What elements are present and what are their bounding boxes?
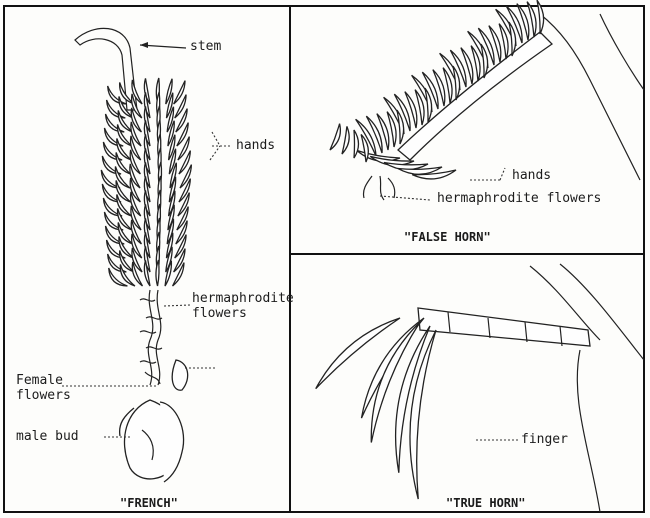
false-horn-drawing [330, 0, 644, 200]
banana-finger [453, 66, 460, 100]
caption-false-horn: "FALSE HORN" [404, 230, 491, 244]
banana-finger [330, 124, 340, 150]
banana-finger [425, 88, 432, 122]
french-banana-hands [101, 78, 191, 286]
banana-finger [509, 22, 516, 56]
banana-finger [397, 110, 404, 144]
label-female: Female [16, 374, 63, 388]
caption-true-horn: "TRUE HORN" [446, 496, 525, 510]
label-stem: stem [190, 40, 221, 54]
caption-french: "FRENCH" [120, 496, 178, 510]
label-flowers-french: flowers [192, 307, 247, 321]
true-horn-drawing [316, 264, 644, 512]
false-horn-fingers [330, 0, 544, 179]
label-female-flowers: flowers [16, 389, 71, 403]
label-male-bud: male bud [16, 430, 79, 444]
true-horn-fingers [316, 318, 436, 499]
label-hermaphrodite-french: hermaphrodite [192, 292, 294, 306]
french-male-bud [120, 400, 184, 482]
label-hands-false-horn: hands [512, 169, 551, 183]
label-hands-french: hands [236, 139, 275, 153]
banana-finger [342, 126, 349, 154]
banana-finger [354, 130, 359, 158]
label-finger: finger [521, 433, 568, 447]
label-hermaphrodite-false-horn: hermaphrodite flowers [437, 192, 601, 206]
banana-finger [481, 44, 488, 78]
